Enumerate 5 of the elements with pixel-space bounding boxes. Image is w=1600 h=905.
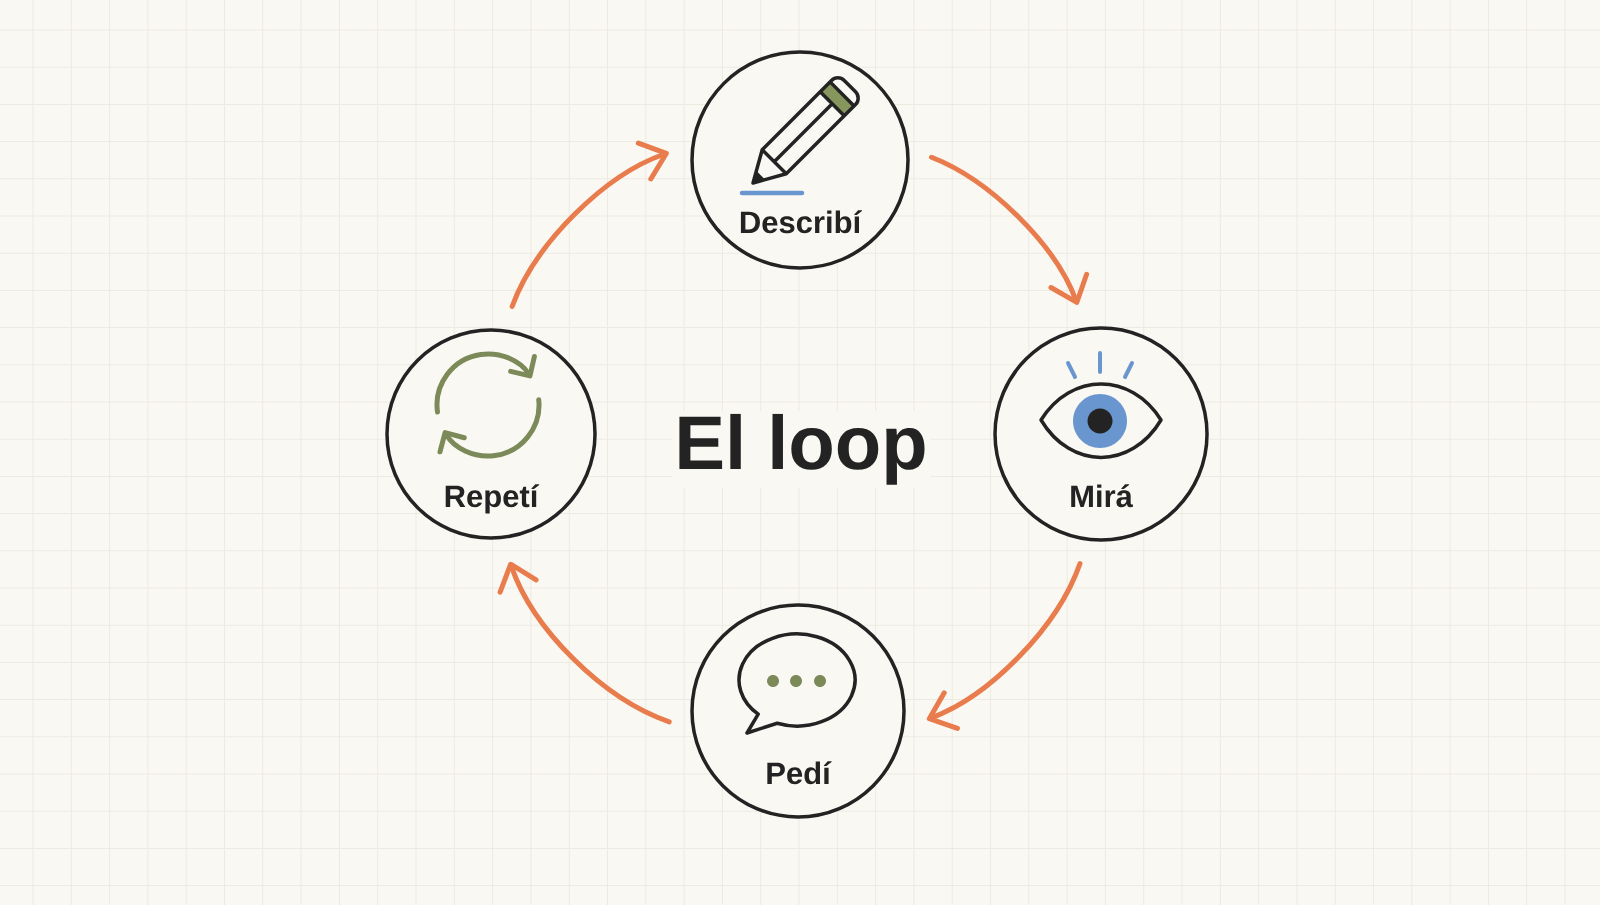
arrow: [926, 561, 1083, 731]
arrow: [509, 140, 669, 309]
arrow: [929, 154, 1090, 305]
title: El loop: [671, 410, 931, 488]
arrow: [497, 561, 672, 725]
